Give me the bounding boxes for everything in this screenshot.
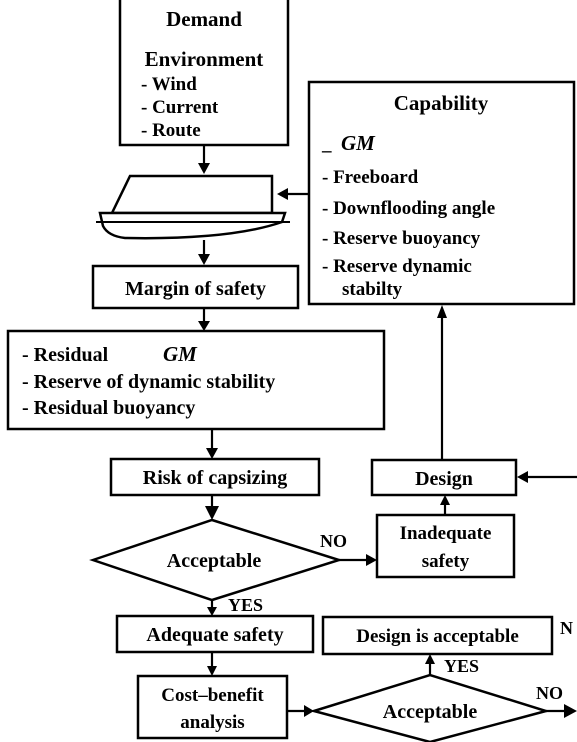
residual-box: - Residual GM - Reserve of dynamic stabi… [6,329,386,431]
residual-item-gm-prefix: - Residual [22,344,109,366]
capability-item-stability: stabilty [342,279,403,300]
capability-dash: _ [321,134,332,155]
residual-item-buoyancy: - Residual buoyancy [22,397,195,419]
arrowhead [205,506,219,520]
arrowhead [207,607,217,616]
design-label: Design [415,468,473,490]
capability-item-gm: GM [341,131,376,155]
capability-item-reserve-buoyancy: - Reserve buoyancy [322,228,481,249]
capability-item-reserve-dynamic: - Reserve dynamic [322,256,472,277]
margin-box [91,264,300,310]
decision-1-no: NO [320,531,347,551]
decision-1-label: Acceptable [167,550,262,572]
arrowhead [198,321,210,331]
decision-2-label: Acceptable [383,701,478,723]
residual-item-gm: GM [163,342,198,366]
arrowhead [304,705,314,717]
arrowhead [517,471,528,483]
design-acceptable-label: Design is acceptable [356,626,519,647]
costbenefit-box [136,674,289,740]
arrowhead [564,704,577,718]
adequate-label: Adequate safety [146,624,283,646]
arrowhead [198,163,210,174]
demand-box: Demand Environment - Wind - Current - Ro… [118,0,290,147]
costbenefit-line2: analysis [180,712,244,733]
demand-environment: Environment [145,47,264,71]
arrowhead [437,305,447,318]
risk-label: Risk of capsizing [143,467,287,489]
arrowhead [440,495,450,505]
inadequate-line2: safety [422,551,470,572]
adequate-box [115,614,315,654]
arrowhead [206,448,218,459]
demand-item-route: - Route [141,120,201,141]
design-box [370,458,518,497]
decision-2-yes: YES [444,656,479,676]
edge-fragment-n: N [560,618,573,638]
margin-label: Margin of safety [125,278,266,300]
arrowhead [198,254,210,265]
inadequate-box [375,513,516,579]
design-acceptable-box [321,615,554,656]
vessel-icon [96,174,290,240]
decision-2-no: NO [536,683,563,703]
inadequate-line1: Inadequate [400,523,492,544]
capability-item-freeboard: - Freeboard [322,167,419,188]
arrowhead [366,554,377,566]
capability-item-downflooding: - Downflooding angle [322,198,495,219]
demand-title: Demand [166,7,242,31]
risk-box [109,457,321,497]
arrowhead [277,188,288,200]
demand-item-current: - Current [141,97,219,118]
arrowhead [425,654,435,664]
residual-item-dynamic: - Reserve of dynamic stability [22,371,275,393]
arrowhead [207,666,217,676]
capability-box: Capability _ GM - Freeboard - Downfloodi… [307,80,576,306]
costbenefit-line1: Cost–benefit [161,685,264,706]
capability-title: Capability [394,91,489,115]
decision-1-yes: YES [228,595,263,615]
demand-item-wind: - Wind [141,74,197,95]
